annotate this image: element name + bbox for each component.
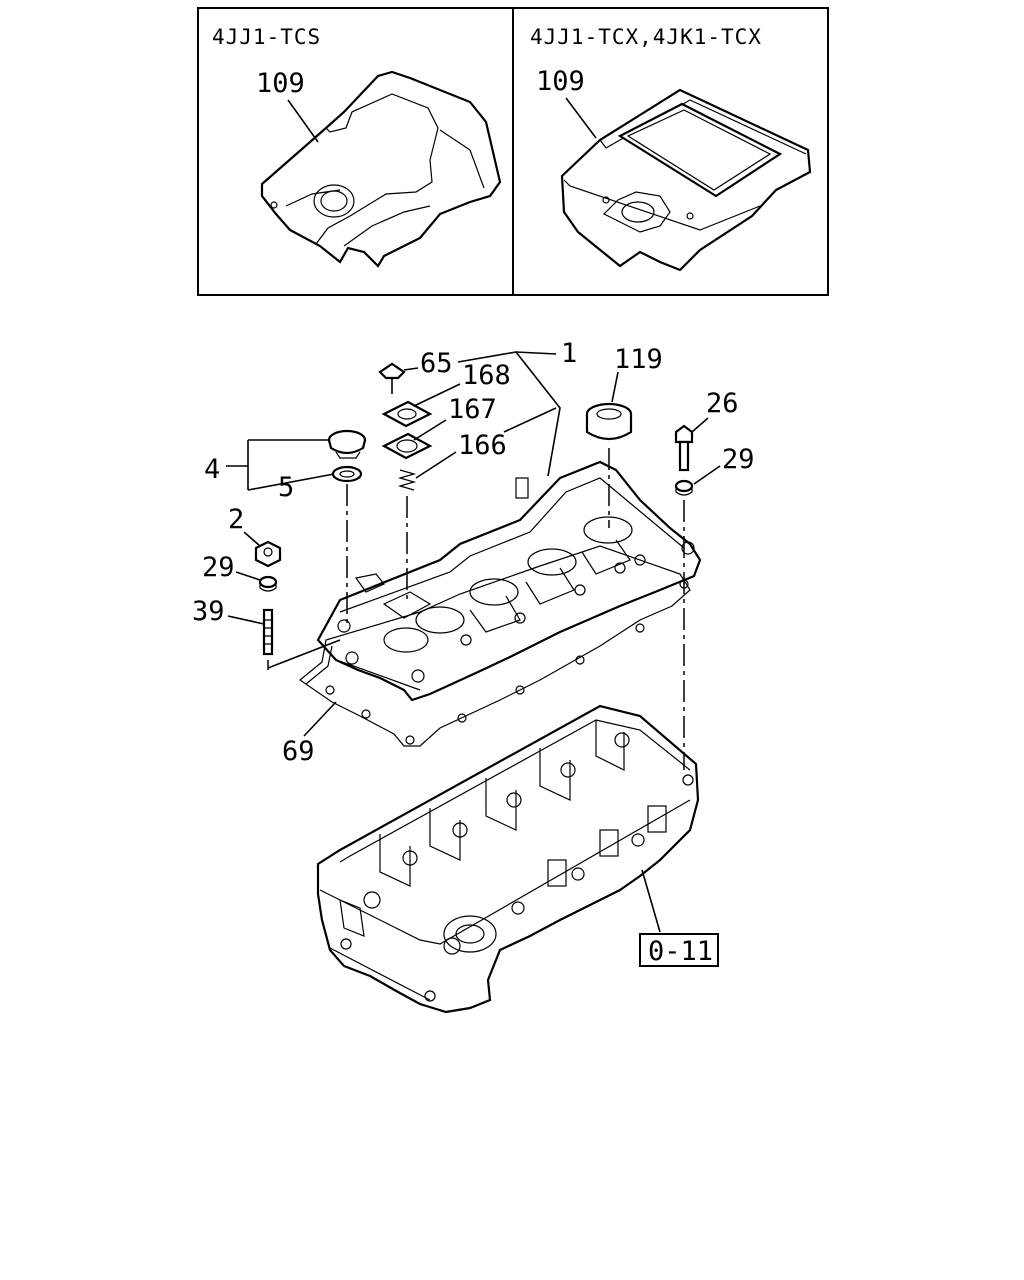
part-119-seal: [585, 402, 633, 441]
callout-166: 166: [458, 430, 507, 461]
callout-29-right: 29: [722, 444, 755, 475]
engine-cover-tcs: [260, 70, 502, 268]
head-cover-gasket: [299, 545, 691, 747]
part-167-diaphragm: [381, 432, 433, 460]
part-39-stud: [262, 608, 274, 656]
part-26-bolt: [674, 424, 694, 472]
assembly-lines: [267, 448, 685, 770]
variant-panels: 4JJ1-TCS 4JJ1-TCX,4JK1-TCX 109 1: [197, 7, 829, 296]
callouts: 65 1 119 168 167 166 26 29 4 5 2 29 39 6…: [192, 338, 755, 967]
part-29-washer-right: [674, 479, 694, 496]
left-panel-title: 4JJ1-TCS: [212, 25, 321, 49]
cylinder-head: [316, 704, 700, 1014]
callout-26: 26: [706, 388, 739, 419]
callout-167: 167: [448, 394, 497, 425]
callout-168: 168: [462, 360, 511, 391]
reference-box-label: 0-11: [648, 936, 713, 967]
leader-109-right: [565, 97, 597, 139]
part-65-screw: [378, 362, 406, 394]
callout-2: 2: [228, 504, 244, 535]
callout-29-left: 29: [202, 552, 235, 583]
callout-1: 1: [561, 338, 577, 369]
engine-cover-tcx: [560, 88, 812, 272]
callout-4: 4: [204, 454, 220, 485]
head-cover-assembly: [316, 460, 702, 702]
part-4-filler-cap: [327, 429, 367, 459]
callout-39: 39: [192, 596, 225, 627]
part-168-plate: [381, 400, 433, 428]
part-166-spring: [397, 469, 417, 491]
callout-109-right: 109: [536, 66, 585, 97]
callout-69: 69: [282, 736, 315, 767]
callout-109-left: 109: [256, 68, 305, 99]
part-5-seal-ring: [331, 465, 363, 483]
callout-119: 119: [614, 344, 663, 375]
part-2-nut: [254, 540, 282, 568]
right-panel-title: 4JJ1-TCX,4JK1-TCX: [530, 25, 762, 49]
callout-5: 5: [278, 472, 294, 503]
callout-65: 65: [420, 348, 453, 379]
part-29-washer-left: [258, 575, 278, 592]
leader-109-left: [287, 99, 319, 143]
reference-box: [639, 933, 719, 967]
